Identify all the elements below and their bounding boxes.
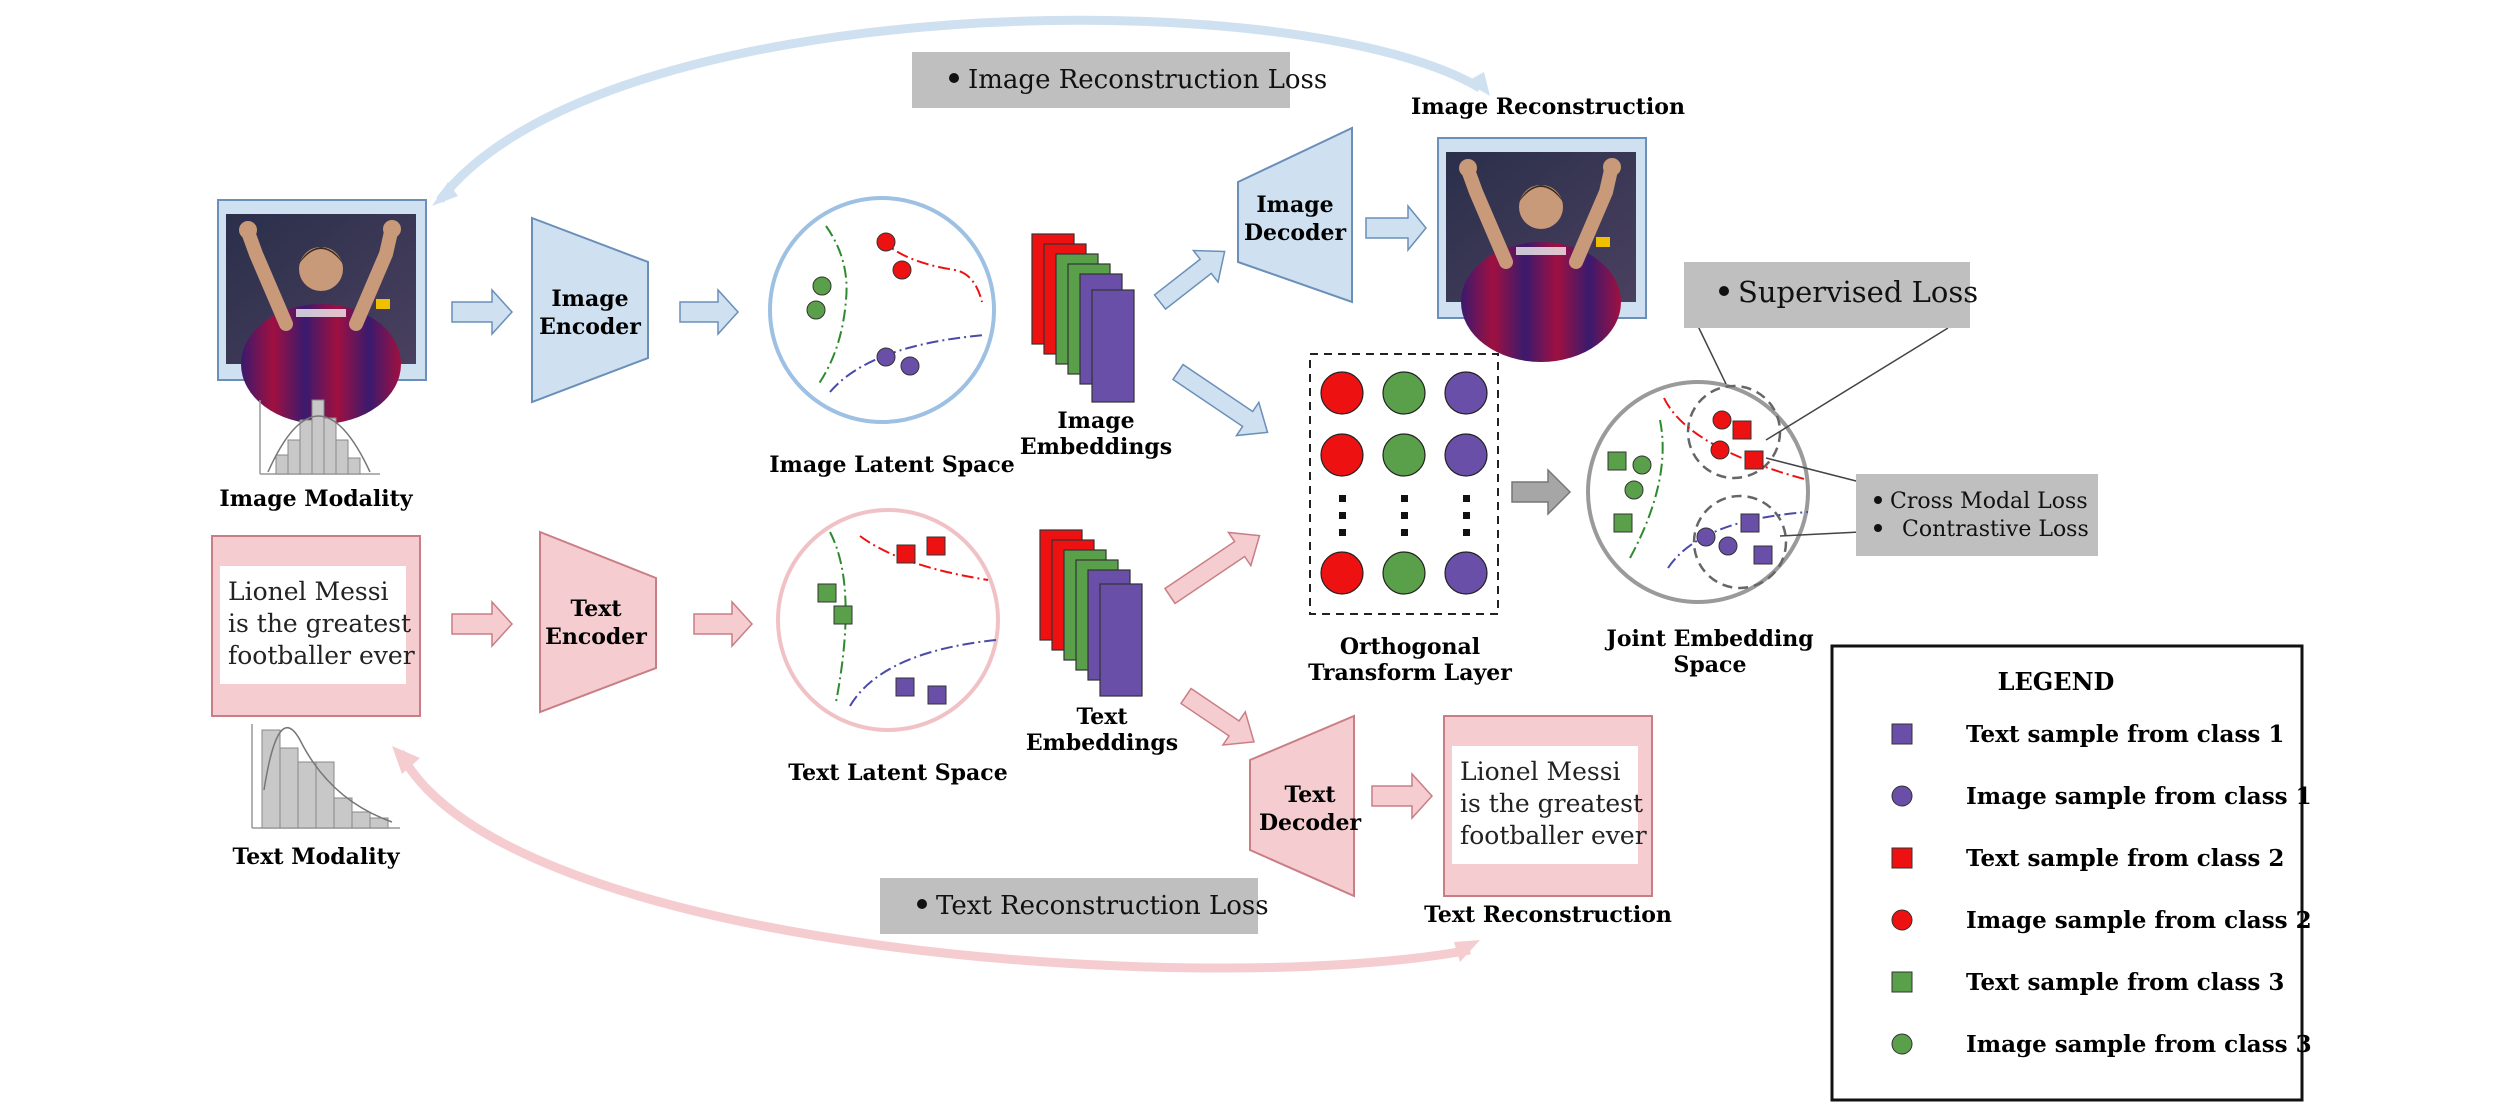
legend-square-marker: [1891, 971, 1913, 993]
legend-item-label: Text sample from class 3: [1966, 969, 2284, 996]
arrow-decoder-to-recon: [1365, 203, 1427, 253]
legend-square-marker: [1891, 847, 1913, 869]
svg-text:Encoder: Encoder: [545, 624, 647, 650]
legend-item-label: Image sample from class 3: [1966, 1031, 2312, 1058]
joint-embedding-space: [1586, 380, 1810, 604]
svg-text:Image: Image: [551, 286, 628, 312]
svg-text:Text: Text: [570, 596, 622, 622]
image-modality-input: [217, 199, 427, 424]
image-embeddings-label-1: Image: [1057, 408, 1134, 434]
text-latent-space: [776, 508, 1000, 732]
image-encoder: Image Encoder: [531, 216, 649, 404]
image-reconstruction-output: [1437, 137, 1647, 362]
legend-item-label: Image sample from class 2: [1966, 907, 2312, 934]
text-histogram-icon: [251, 724, 400, 829]
image-embeddings-stack: [1031, 233, 1135, 403]
legend-item-3: Text sample from class 2: [1891, 845, 2284, 872]
legend-item-label: Image sample from class 1: [1966, 783, 2312, 810]
text-reconstruction-label: Text Reconstruction: [1424, 902, 1672, 928]
legend-square-marker: [1891, 723, 1913, 745]
svg-text:Contrastive Loss: Contrastive Loss: [1902, 517, 2089, 542]
image-recon-arrowhead-right: [1466, 72, 1490, 96]
orthogonal-transform-layer: [1309, 353, 1499, 615]
text-reconstruction-loss-arrow: [395, 749, 1471, 973]
text-latent-label: Text Latent Space: [788, 760, 1007, 786]
legend-item-label: Text sample from class 1: [1966, 721, 2284, 748]
legend-title: LEGEND: [1998, 667, 2115, 696]
image-histogram-icon: [259, 399, 380, 475]
image-reconstruction-loss-arrow: [436, 15, 1483, 203]
arrow-encoder-to-latent: [679, 288, 740, 336]
arrow-image-embeddings-to-orthogonal: [1171, 363, 1269, 437]
image-latent-space: [768, 196, 996, 424]
svg-text:Cross Modal Loss: Cross Modal Loss: [1890, 489, 2088, 514]
image-reconstruction-label: Image Reconstruction: [1411, 94, 1685, 120]
svg-text:Decoder: Decoder: [1244, 220, 1347, 246]
image-reconstruction-loss-box: Image Reconstruction Loss: [912, 52, 1327, 108]
legend-item-6: Image sample from class 3: [1891, 1031, 2312, 1058]
svg-text:footballer ever: footballer ever: [228, 641, 415, 670]
text-encoder: Text Encoder: [539, 530, 657, 714]
legend-circle-marker: [1891, 909, 1913, 931]
image-modality-label: Image Modality: [219, 486, 413, 512]
arrow-text-decoder-to-recon: [1371, 772, 1434, 820]
text-embeddings-label-1: Text: [1076, 704, 1128, 730]
text-reconstruction-output: Lionel Messi is the greatest footballer …: [1443, 715, 1653, 897]
image-latent-label: Image Latent Space: [769, 452, 1014, 478]
legend-item-2: Image sample from class 1: [1891, 783, 2312, 810]
svg-text:Lionel Messi: Lionel Messi: [1460, 757, 1621, 786]
arrow-text-encoder-to-latent: [693, 600, 754, 648]
supervised-loss-box: Supervised Loss: [1684, 262, 1978, 328]
text-embeddings-stack: [1039, 529, 1143, 697]
svg-text:footballer ever: footballer ever: [1460, 821, 1647, 850]
svg-text:Supervised Loss: Supervised Loss: [1738, 275, 1978, 309]
legend: LEGEND Text sample from class 1 Image sam…: [1830, 644, 2312, 1102]
legend-item-1: Text sample from class 1: [1891, 721, 2284, 748]
arrow-embeddings-to-image-decoder: [1153, 249, 1226, 311]
image-recon-arrowhead-left: [432, 182, 458, 206]
orthogonal-label-2: Transform Layer: [1308, 660, 1512, 686]
joint-space-label-1: Joint Embedding: [1604, 626, 1813, 652]
legend-circle-marker: [1891, 785, 1913, 807]
legend-item-4: Image sample from class 2: [1891, 907, 2312, 934]
arrow-orthogonal-to-joint: [1511, 468, 1572, 516]
arrow-text-embeddings-to-orthogonal: [1163, 531, 1261, 605]
image-embeddings-label-2: Embeddings: [1020, 434, 1172, 460]
svg-text:is the greatest: is the greatest: [228, 609, 411, 638]
text-embeddings-label-2: Embeddings: [1026, 730, 1178, 756]
text-recon-arrowhead-right: [1454, 940, 1480, 962]
arrow-embeddings-to-text-decoder: [1179, 687, 1255, 746]
svg-text:Text Reconstruction Loss: Text Reconstruction Loss: [936, 891, 1269, 921]
text-reconstruction-loss-box: Text Reconstruction Loss: [880, 878, 1269, 934]
cross-modal-contrastive-loss-box: Cross Modal Loss Contrastive Loss: [1856, 474, 2098, 556]
text-recon-arrowhead-left: [392, 746, 420, 774]
legend-circle-marker: [1891, 1033, 1913, 1055]
joint-space-label-2: Space: [1674, 652, 1747, 678]
legend-item-label: Text sample from class 2: [1966, 845, 2284, 872]
text-modality-label: Text Modality: [232, 844, 400, 870]
legend-item-5: Text sample from class 3: [1891, 969, 2284, 996]
svg-text:Lionel Messi: Lionel Messi: [228, 577, 389, 606]
svg-text:Image Reconstruction Loss: Image Reconstruction Loss: [968, 65, 1327, 95]
svg-text:Decoder: Decoder: [1259, 810, 1362, 836]
svg-text:Text: Text: [1284, 782, 1336, 808]
svg-text:Encoder: Encoder: [539, 314, 641, 340]
text-modality-input: Lionel Messi is the greatest footballer …: [211, 535, 421, 717]
svg-text:is the greatest: is the greatest: [1460, 789, 1643, 818]
image-decoder: Image Decoder: [1237, 126, 1353, 304]
text-decoder: Text Decoder: [1249, 714, 1362, 898]
svg-text:Image: Image: [1256, 192, 1333, 218]
arrow-image-to-encoder: [451, 288, 514, 336]
arrow-text-to-encoder: [451, 600, 514, 648]
orthogonal-label-1: Orthogonal: [1340, 634, 1480, 660]
